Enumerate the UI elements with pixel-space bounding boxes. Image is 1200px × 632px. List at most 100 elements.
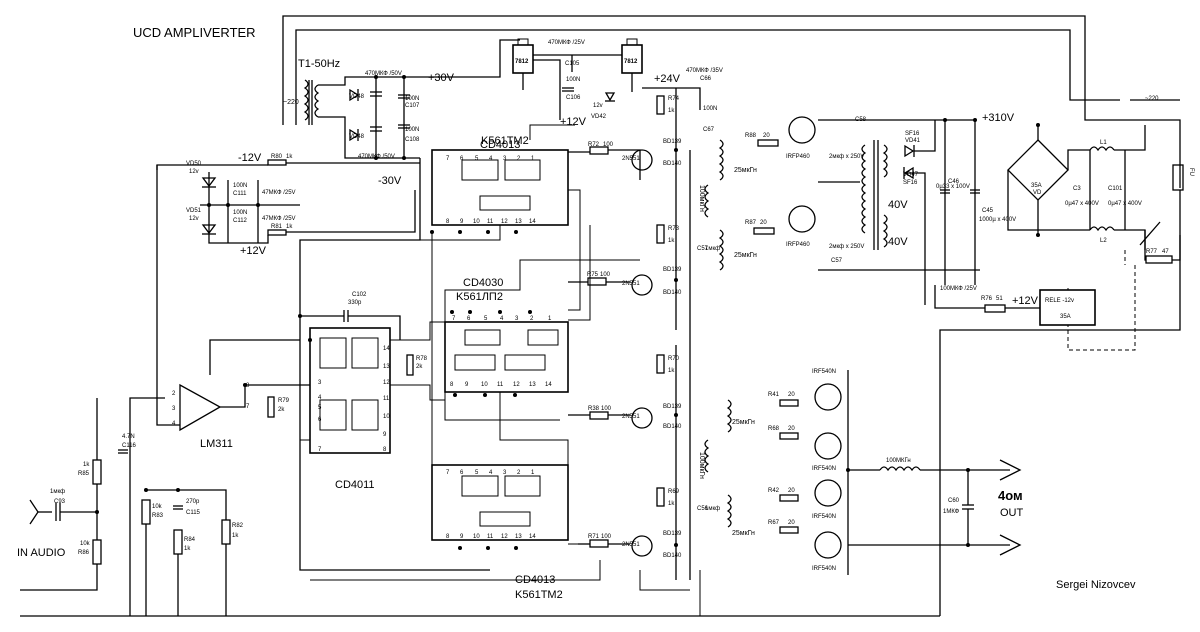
- svg-text:2мкф x 250V: 2мкф x 250V: [829, 154, 864, 160]
- svg-text:51: 51: [996, 296, 1003, 302]
- svg-text:1: 1: [531, 470, 535, 476]
- svg-text:R38: R38: [588, 406, 600, 412]
- rail-plus24: +24V: [654, 73, 681, 85]
- rail-minus30: -30V: [378, 175, 402, 187]
- svg-text:BD140: BD140: [663, 161, 682, 167]
- svg-text:2k: 2k: [278, 407, 285, 413]
- c66-value: 470МКФ /35V: [686, 68, 723, 74]
- c106-label: C106: [566, 95, 581, 101]
- svg-text:4: 4: [318, 395, 322, 401]
- inverter-stage: 25мкГн 25мкГн R88 20 R87 20 IRFP460 IRFP…: [718, 112, 1015, 305]
- svg-text:R79: R79: [278, 398, 290, 404]
- svg-text:4: 4: [172, 421, 176, 427]
- svg-text:1k: 1k: [83, 462, 90, 468]
- regulator-7812-a: 7812: [512, 38, 534, 90]
- svg-text:C3: C3: [1073, 186, 1081, 192]
- svg-text:14: 14: [545, 382, 552, 388]
- svg-text:C58: C58: [855, 117, 867, 123]
- svg-text:13: 13: [383, 364, 390, 370]
- svg-text:12: 12: [501, 534, 508, 540]
- svg-text:BD139: BD139: [663, 531, 682, 537]
- svg-text:IRFP460: IRFP460: [786, 154, 810, 160]
- svg-text:C45: C45: [982, 208, 994, 214]
- svg-text:100N: 100N: [233, 210, 247, 216]
- svg-text:10: 10: [481, 382, 488, 388]
- diagram-title: UCD AMPLIVERTER: [133, 25, 256, 40]
- svg-text:C46: C46: [948, 179, 960, 185]
- svg-text:IRF540N: IRF540N: [812, 514, 836, 520]
- svg-text:R71: R71: [588, 534, 600, 540]
- svg-text:7: 7: [446, 470, 450, 476]
- svg-text:10: 10: [383, 414, 390, 420]
- svg-text:6: 6: [460, 470, 464, 476]
- svg-text:7812: 7812: [624, 59, 638, 65]
- svg-text:C102: C102: [352, 292, 367, 298]
- svg-text:IRFP460: IRFP460: [786, 242, 810, 248]
- svg-text:100: 100: [603, 142, 614, 148]
- svg-text:3: 3: [515, 316, 519, 322]
- svg-text:R42: R42: [768, 488, 780, 494]
- svg-text:1мкф: 1мкф: [50, 489, 65, 495]
- svg-text:R68: R68: [768, 426, 780, 432]
- svg-text:VD48: VD48: [349, 94, 365, 100]
- svg-text:R78: R78: [416, 356, 428, 362]
- svg-text:R80: R80: [271, 154, 283, 160]
- rail-plus12-a: +12V: [560, 116, 587, 128]
- svg-text:~220: ~220: [1145, 96, 1159, 102]
- svg-text:4ом: 4ом: [998, 488, 1023, 503]
- svg-text:R83: R83: [152, 513, 164, 519]
- svg-text:R88: R88: [745, 133, 757, 139]
- wire-plus12-a: [533, 59, 561, 120]
- svg-text:25мкГн: 25мкГн: [732, 530, 755, 537]
- svg-text:330p: 330p: [348, 300, 362, 306]
- svg-text:25мкГн: 25мкГн: [734, 167, 757, 174]
- svg-text:35A: 35A: [1031, 183, 1042, 189]
- relay-block: RELE -12v 35A R76 51 +12V 100МКФ /25V: [934, 285, 1096, 326]
- svg-text:20: 20: [760, 220, 767, 226]
- svg-text:12: 12: [383, 380, 390, 386]
- bipolar-12v-supply: -12V +12V VD50 12v VD51 12v R80 1k R81 1…: [156, 152, 420, 257]
- svg-text:3: 3: [503, 156, 507, 162]
- rail-plus310: +310V: [982, 112, 1015, 124]
- svg-text:14: 14: [529, 219, 536, 225]
- svg-text:14: 14: [529, 534, 536, 540]
- svg-text:25мкГн: 25мкГн: [732, 419, 755, 426]
- svg-text:47МКФ /25V: 47МКФ /25V: [262, 216, 296, 222]
- svg-text:-12V: -12V: [238, 152, 262, 164]
- svg-text:13: 13: [515, 219, 522, 225]
- author-label: Sergei Nizovcev: [1056, 579, 1136, 591]
- transformer-t1: T1-50Hz ~220: [283, 58, 430, 159]
- svg-text:11: 11: [487, 534, 494, 540]
- svg-text:100МКФ /25V: 100МКФ /25V: [940, 286, 977, 292]
- svg-text:20: 20: [763, 133, 770, 139]
- svg-text:5: 5: [484, 316, 488, 322]
- svg-text:3: 3: [318, 380, 322, 386]
- svg-text:C107: C107: [405, 103, 420, 109]
- svg-text:2мкф x 250V: 2мкф x 250V: [829, 244, 864, 250]
- svg-text:1: 1: [548, 316, 552, 322]
- svg-text:1k: 1k: [668, 501, 675, 507]
- svg-text:1k: 1k: [286, 224, 293, 230]
- svg-text:100МКГн: 100МКГн: [886, 458, 911, 464]
- svg-text:R82: R82: [232, 523, 244, 529]
- svg-text:47МКФ /25V: 47МКФ /25V: [262, 190, 296, 196]
- c66-label: C66: [700, 76, 712, 82]
- svg-text:R77: R77: [1146, 249, 1158, 255]
- svg-text:5: 5: [475, 470, 479, 476]
- svg-text:13: 13: [515, 534, 522, 540]
- svg-text:7812: 7812: [515, 59, 529, 65]
- svg-text:0µ47 x 400V: 0µ47 x 400V: [1065, 201, 1099, 207]
- svg-text:47: 47: [1162, 249, 1169, 255]
- svg-text:100: 100: [601, 534, 612, 540]
- comparator-lm311: 234 87 LM311 R79 2k: [129, 165, 310, 616]
- svg-text:11: 11: [487, 219, 494, 225]
- svg-text:C56: C56: [697, 506, 709, 512]
- svg-text:BD139: BD139: [663, 139, 682, 145]
- svg-text:2: 2: [517, 470, 521, 476]
- rectifier-block: 470МКФ /50V 470МКФ /50V VD48 VD48 100N C…: [349, 71, 420, 160]
